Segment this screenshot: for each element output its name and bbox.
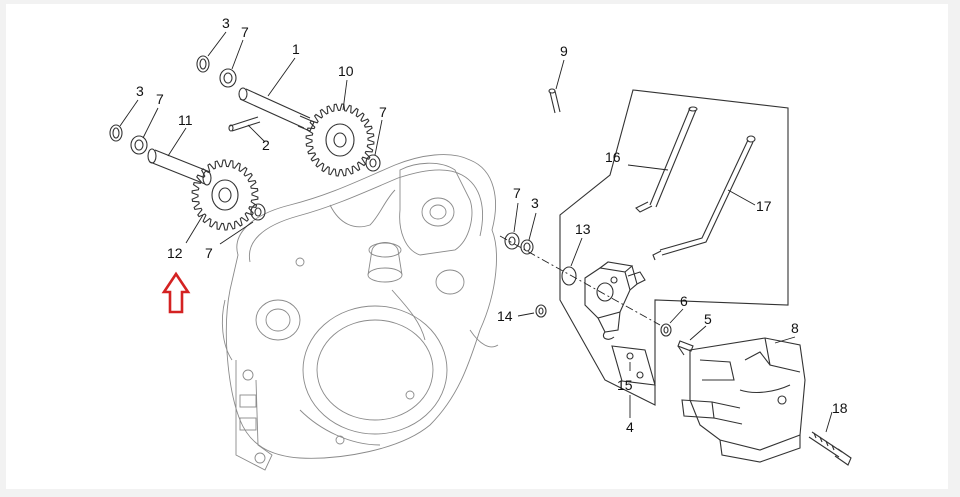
part-6-washer	[660, 323, 672, 337]
part-13-o-ring	[561, 266, 577, 286]
label-part-7: 7	[513, 185, 521, 201]
label-part-7: 7	[156, 91, 164, 107]
part-7-washer-gear10	[365, 154, 381, 172]
label-part-3: 3	[531, 195, 539, 211]
label-part-8: 8	[791, 320, 799, 336]
label-part-3: 3	[136, 83, 144, 99]
leader-lines	[119, 31, 833, 433]
label-part-7: 7	[241, 24, 249, 40]
label-part-16: 16	[605, 149, 621, 165]
part-7-washer-middle	[504, 232, 520, 250]
label-part-15: 15	[617, 377, 633, 393]
part-17-pipe	[652, 135, 756, 261]
part-3-circlip-left	[109, 124, 123, 142]
label-part-4: 4	[626, 419, 634, 435]
part-10-gear	[305, 103, 375, 177]
part-12-gear	[191, 159, 259, 231]
part-18-bolt	[808, 431, 852, 466]
part-7-washer-upper	[219, 68, 237, 88]
label-part-7: 7	[379, 104, 387, 120]
part-3-circlip-middle	[520, 239, 534, 255]
part-4-kit-outline	[559, 89, 789, 406]
label-part-13: 13	[575, 221, 591, 237]
part-1-shaft	[238, 87, 315, 132]
label-part-10: 10	[338, 63, 354, 79]
up-arrow-icon	[161, 271, 191, 314]
label-part-5: 5	[704, 311, 712, 327]
part-labels: 3 7 1 10 3 7 11 7 2 12 7 9 16 17 7 3 13 …	[136, 15, 848, 435]
part-16-pipe	[635, 106, 698, 213]
engine-cover	[221, 154, 499, 471]
label-part-18: 18	[832, 400, 848, 416]
part-3-circlip-upper	[196, 55, 210, 73]
gear-10-teeth	[305, 103, 375, 177]
part-9-pin	[548, 88, 561, 114]
part-7-washer-left	[130, 135, 148, 155]
label-part-11: 11	[178, 112, 193, 128]
label-part-14: 14	[497, 308, 513, 324]
label-part-2: 2	[262, 137, 270, 153]
label-part-3: 3	[222, 15, 230, 31]
gear-12-teeth	[191, 159, 259, 231]
part-15-gasket	[611, 345, 656, 386]
label-part-6: 6	[680, 293, 688, 309]
label-part-12: 12	[167, 245, 183, 261]
part-2-pin	[228, 116, 261, 132]
label-part-7: 7	[205, 245, 213, 261]
oil-pump-body	[584, 261, 646, 340]
label-part-17: 17	[756, 198, 772, 214]
part-8-cover	[681, 337, 806, 463]
label-part-1: 1	[292, 41, 300, 57]
diagram-canvas	[6, 4, 948, 489]
part-7-washer-gear12	[250, 203, 266, 221]
part-5-bolt	[677, 340, 694, 356]
part-14-nut	[535, 304, 547, 318]
label-part-9: 9	[560, 43, 568, 59]
